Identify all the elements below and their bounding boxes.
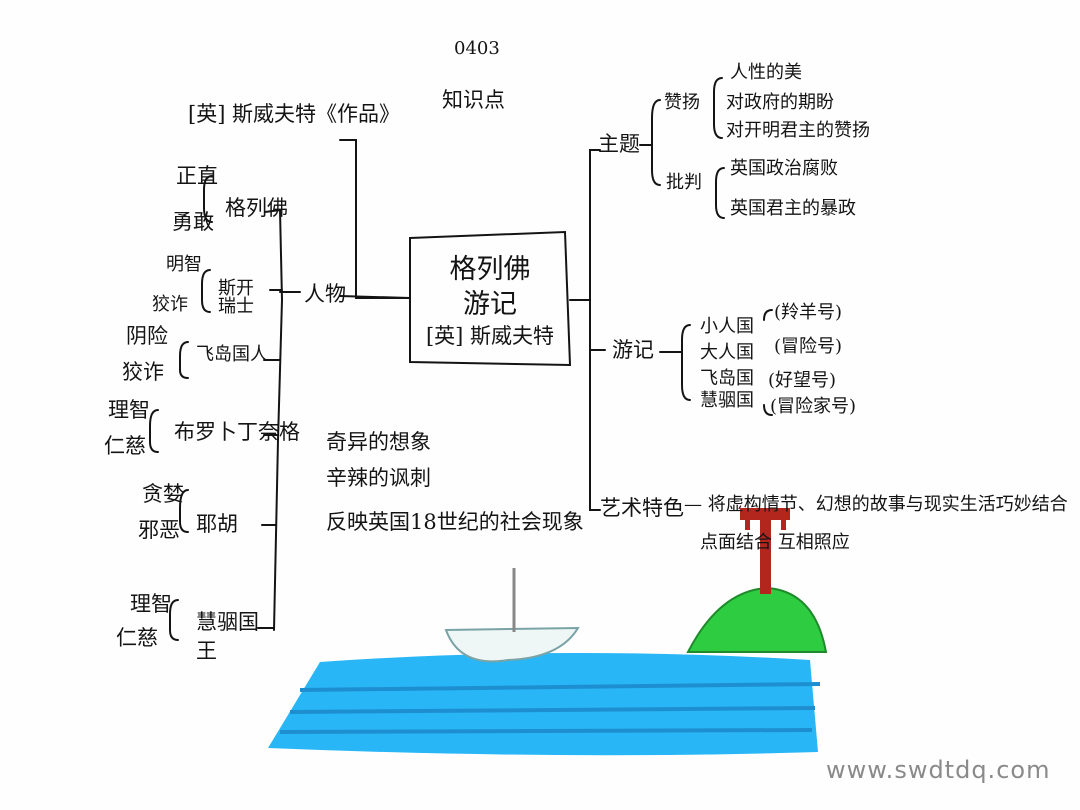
character-trait: 狡诈 (122, 360, 164, 384)
author-line: [英] 斯威夫特《作品》 (188, 102, 401, 126)
central-title-line1: 格列佛 (449, 254, 531, 285)
boat-illustration (444, 568, 580, 663)
travel-ship: (好望号) (768, 370, 837, 391)
character-name: 飞岛国人 (196, 344, 268, 365)
criticism-label: 批判 (666, 172, 702, 193)
praise-item: 对开明君主的赞扬 (726, 120, 870, 141)
central-author: [英] 斯威夫特 (425, 324, 555, 348)
criticism-item: 英国君主的暴政 (730, 198, 856, 219)
criticism-item: 英国政治腐败 (730, 158, 838, 179)
character-name: 耶胡 (196, 512, 238, 536)
character-trait: 理智 (130, 592, 172, 616)
character-trait: 邪恶 (138, 518, 180, 542)
character-name: 格列佛 (225, 196, 288, 220)
character-trait: 仁慈 (116, 626, 158, 650)
island-illustration (686, 508, 828, 653)
travels-label: 游记 (612, 338, 654, 362)
character-trait: 阴险 (126, 324, 168, 348)
character-trait: 理智 (108, 398, 150, 422)
central-topic: 格列佛 游记 [英] 斯威夫特 (410, 238, 570, 366)
knowledge-point-tag: 知识点 (442, 88, 505, 112)
feature-item: 反映英国18世纪的社会现象 (326, 510, 584, 534)
praise-label: 赞扬 (664, 92, 700, 113)
theme-label: 主题 (598, 132, 640, 156)
travel-place: 大人国 (700, 342, 754, 363)
characters-label: 人物 (304, 282, 346, 306)
page-code: 0403 (454, 38, 500, 59)
character-name: 慧骃国王 (196, 610, 259, 664)
art-label: 艺术特色 (600, 496, 684, 520)
praise-item: 人性的美 (730, 62, 802, 83)
character-trait: 勇敢 (172, 210, 214, 234)
travel-ship: (冒险家号) (770, 396, 857, 417)
character-trait: 狡诈 (152, 294, 188, 315)
art-line: — 将虚构情节、幻想的故事与现实生活巧妙结合 (684, 494, 1068, 515)
travel-ship: (羚羊号) (774, 302, 843, 323)
sea-illustration (268, 652, 821, 756)
feature-item: 奇异的想象 (326, 430, 431, 454)
travel-place: 小人国 (700, 316, 754, 337)
praise-item: 对政府的期盼 (726, 92, 834, 113)
travel-ship: (冒险号) (774, 336, 843, 357)
watermark-text: www.swdtdq.com (826, 756, 1051, 784)
art-line: 点面结合 互相照应 (700, 532, 850, 553)
character-name: 布罗卜丁奈格 (174, 420, 300, 444)
travel-place: 飞岛国 (700, 368, 754, 389)
character-trait: 正直 (176, 164, 218, 188)
central-title-line2: 游记 (463, 289, 517, 320)
character-name: 斯开瑞士 (218, 278, 254, 317)
character-trait: 贪婪 (142, 482, 184, 506)
character-trait: 仁慈 (104, 434, 146, 458)
feature-item: 辛辣的讽刺 (326, 466, 431, 490)
character-trait: 明智 (166, 254, 202, 275)
travel-place: 慧骃国 (700, 390, 754, 411)
